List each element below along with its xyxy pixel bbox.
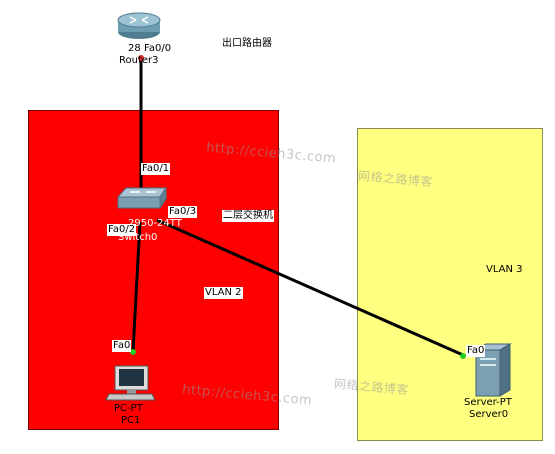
server-name: Server0 (469, 409, 509, 420)
link-indicator-pc (130, 349, 136, 355)
switch-port-fa0-1: Fa0/1 (141, 163, 171, 175)
server-port-label: Fa0 (466, 345, 486, 357)
pc-name: PC1 (121, 415, 141, 426)
exit-router-annotation: 出口路由器 (222, 38, 272, 49)
pc-port-label: Fa0 (112, 340, 132, 352)
pc-icon[interactable] (105, 365, 156, 401)
server-model: Server-PT (464, 397, 512, 408)
link-indicator-server (460, 353, 466, 359)
link-indicator-router (138, 55, 144, 61)
switch-icon[interactable] (116, 186, 167, 210)
switch-name: Switch0 (118, 232, 158, 243)
switch-model: 2950-24TT (128, 218, 182, 229)
vlan2-label: VLAN 2 (204, 287, 243, 299)
router-icon[interactable] (117, 12, 161, 39)
link-switch-server[interactable] (156, 218, 464, 357)
router-model: 28 (128, 43, 141, 54)
router-name: Router3 (119, 55, 159, 66)
vlan3-label: VLAN 3 (486, 264, 523, 275)
link-switch-pc[interactable] (131, 221, 142, 353)
l2-switch-annotation: 二层交换机 (222, 210, 274, 222)
server-icon[interactable] (474, 343, 512, 397)
vlan3-area (357, 128, 543, 441)
router-port-label: Fa0/0 (143, 43, 173, 55)
pc-model: PC-PT (114, 403, 143, 414)
switch-port-fa0-2: Fa0/2 (107, 224, 137, 236)
switch-port-fa0-3: Fa0/3 (168, 206, 198, 218)
